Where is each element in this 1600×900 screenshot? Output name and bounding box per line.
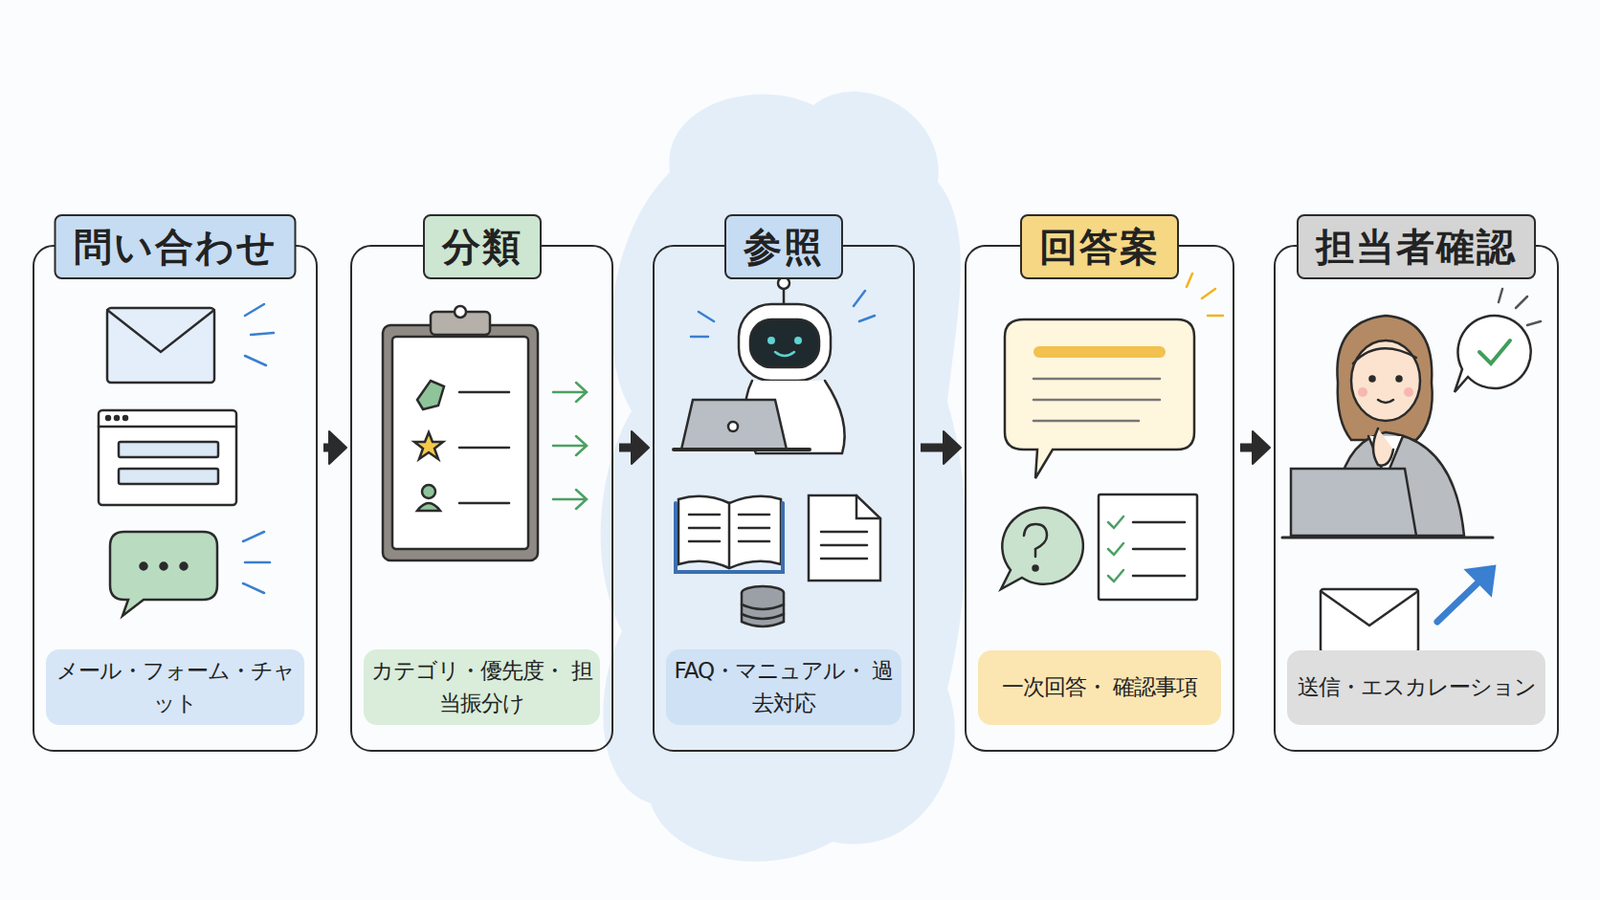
detail-text: FAQ・マニュアル・ 過去対応 [669,655,898,720]
step-detail: メール・フォーム・チャット [45,649,305,726]
arrow-head [943,431,961,465]
detail-text: 一次回答・ 確認事項 [1001,671,1198,704]
flow-arrow [619,431,649,465]
step-panel: 担当者確認送信・エスカレーション [1273,244,1559,753]
step-panel: 参照FAQ・マニュアル・ 過去対応 [652,244,915,753]
step-title: 参照 [724,214,844,280]
step-title: 担当者確認 [1296,214,1536,280]
arrow-head [1252,431,1270,465]
step-detail: カテゴリ・優先度・ 担当振分け [363,649,600,726]
detail-text: メール・フォーム・チャット [49,655,301,720]
ai-reference-icons [673,277,881,627]
detail-text: カテゴリ・優先度・ 担当振分け [367,655,597,720]
flow-arrow [323,431,347,465]
cloud-wash [600,91,966,863]
step-panel: 分類カテゴリ・優先度・ 担当振分け [350,244,614,753]
arrow-shaft [920,444,944,453]
arrow-head [631,431,649,465]
step-panel: 回答案一次回答・ 確認事項 [964,244,1235,753]
clipboard-icon [382,306,587,561]
detail-text: 送信・エスカレーション [1297,671,1536,704]
flow-arrow [920,431,961,465]
inquiry-icons [98,304,274,617]
step-detail: 送信・エスカレーション [1287,650,1546,726]
step-title: 回答案 [1020,214,1179,280]
step-detail: FAQ・マニュアル・ 過去対応 [666,649,902,726]
step-title: 分類 [422,214,542,280]
arrow-shaft [619,444,632,453]
step-title: 問い合わせ [54,214,297,280]
flow-arrow [1240,431,1270,465]
arrow-shaft [1240,444,1253,453]
reviewer-icons [1282,288,1541,653]
arrow-head [329,431,347,465]
step-panel: 問い合わせメール・フォーム・チャット [32,244,318,753]
step-detail: 一次回答・ 確認事項 [977,650,1222,726]
draft-icons [1000,273,1223,600]
